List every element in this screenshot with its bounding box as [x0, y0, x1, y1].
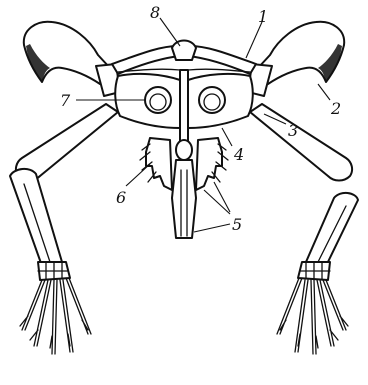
label-2: 2	[330, 99, 341, 118]
leader-4	[222, 128, 232, 146]
leader-5c	[194, 224, 230, 232]
label-1: 1	[258, 7, 268, 26]
leader-2	[318, 84, 330, 100]
left-suprascapula	[24, 22, 110, 84]
sternum-ossicle	[176, 140, 192, 160]
leader-5b	[204, 190, 230, 214]
label-8: 8	[150, 3, 160, 22]
label-7: 7	[60, 91, 71, 110]
right-coracoid-foramen	[199, 87, 225, 113]
leader-6	[126, 164, 150, 186]
left-humerus	[16, 104, 118, 181]
right-suprascapula	[258, 22, 344, 84]
label-6: 6	[116, 188, 126, 207]
label-3: 3	[288, 121, 298, 140]
sternum-rod	[180, 70, 188, 150]
right-radioulna	[306, 193, 358, 270]
xiphisternum	[172, 160, 196, 238]
label-4: 4	[233, 145, 244, 164]
left-coracoid-foramen	[145, 87, 171, 113]
leader-8	[160, 18, 180, 46]
episternum	[172, 41, 196, 61]
leader-5a	[214, 182, 230, 212]
leader-1	[246, 22, 262, 58]
label-5: 5	[232, 215, 242, 234]
